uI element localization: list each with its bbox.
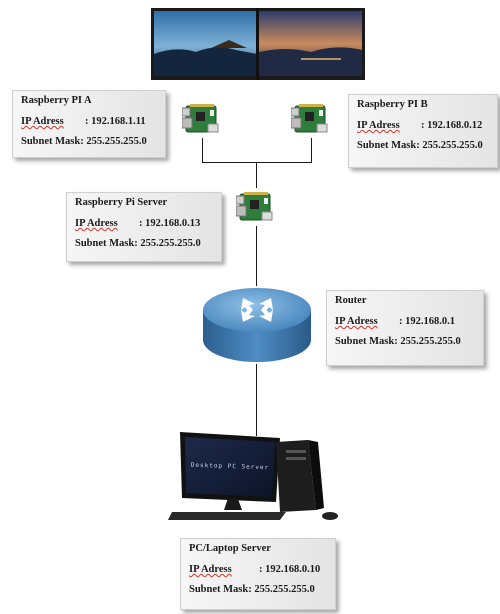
ip-label: IP Adress <box>189 564 232 575</box>
pc-server-info-box: PC/Laptop Server IP Adress : 192.168.0.10… <box>180 538 336 610</box>
desktop-pc-icon: Desktop PC Server <box>168 430 348 522</box>
connection-line <box>256 162 257 188</box>
node-title: Raspberry Pi Server <box>75 197 168 208</box>
router-icon <box>199 284 315 366</box>
rpi-server-info-box: Raspberry Pi Server IP Adress : 192.168.0… <box>66 192 222 262</box>
ip-label: IP Adress <box>357 120 400 131</box>
ip-label: IP Adress <box>21 116 64 127</box>
connection-line <box>202 138 203 163</box>
raspberry-pi-board-icon <box>290 100 331 138</box>
router-info-box: Router IP Adress : 192.168.0.1 Subnet Mas… <box>326 290 484 366</box>
subnet-mask-value: : 255.255.255.0 <box>80 136 147 147</box>
connection-line <box>256 364 257 436</box>
raspberry-pi-board-icon <box>235 188 276 226</box>
ip-value: : 192.168.0.10 <box>259 564 321 575</box>
node-title: Raspberry PI A <box>21 95 92 106</box>
subnet-mask-label: Subnet Mask <box>189 584 249 595</box>
connection-line <box>202 162 312 163</box>
raspberry-pi-board-icon <box>181 100 222 138</box>
ip-value: : 192.168.0.1 <box>399 316 455 327</box>
rpi-a-info-box: Raspberry PI A IP Adress : 192.168.1.11 S… <box>12 90 166 158</box>
dual-monitor-display-icon <box>151 8 365 80</box>
ip-value: : 192.168.0.12 <box>421 120 483 131</box>
subnet-mask-value: : 255.255.255.0 <box>394 336 461 347</box>
subnet-mask-value: : 255.255.255.0 <box>248 584 315 595</box>
node-title: Router <box>335 295 367 306</box>
node-title: Raspberry PI B <box>357 99 428 110</box>
ip-value: : 192.168.1.11 <box>85 116 146 127</box>
ip-label: IP Adress <box>335 316 378 327</box>
subnet-mask-label: Subnet Mask <box>335 336 395 347</box>
connection-line <box>256 226 257 286</box>
subnet-mask-value: : 255.255.255.0 <box>416 140 483 151</box>
subnet-mask-label: Subnet Mask <box>357 140 417 151</box>
subnet-mask-value: : 255.255.255.0 <box>134 238 201 249</box>
connection-line <box>311 138 312 163</box>
rpi-b-info-box: Raspberry PI B IP Adress : 192.168.0.12 S… <box>348 94 498 168</box>
ip-label: IP Adress <box>75 218 118 229</box>
subnet-mask-label: Subnet Mask <box>21 136 81 147</box>
node-title: PC/Laptop Server <box>189 543 271 554</box>
ip-value: : 192.168.0.13 <box>139 218 201 229</box>
subnet-mask-label: Subnet Mask <box>75 238 135 249</box>
